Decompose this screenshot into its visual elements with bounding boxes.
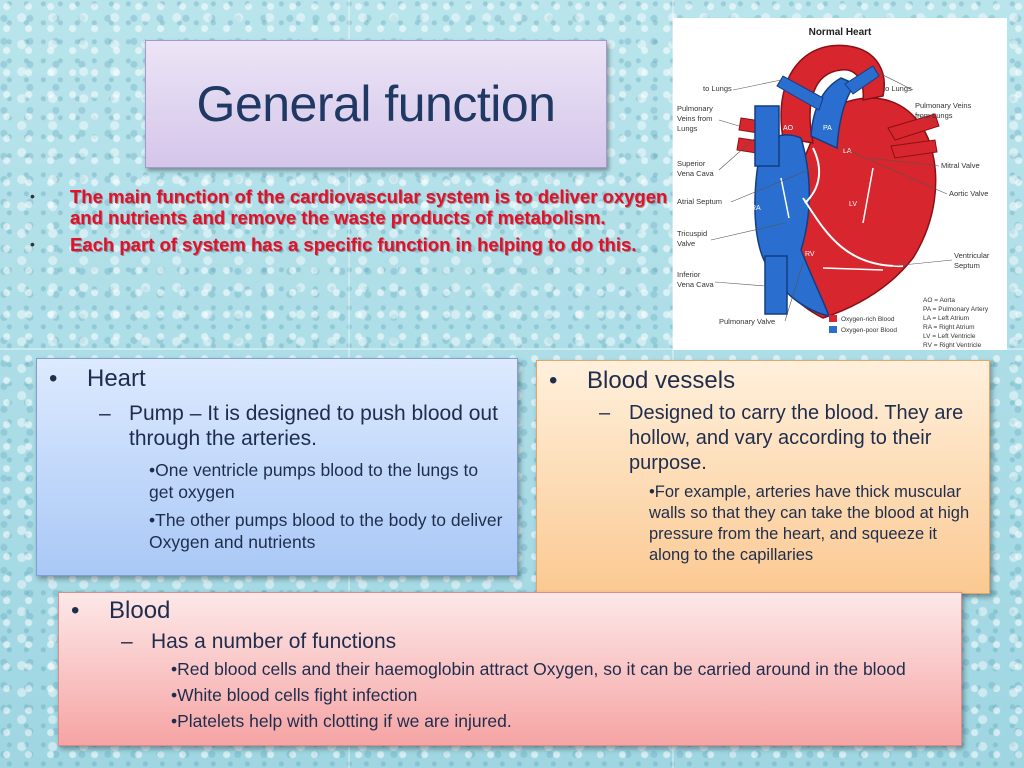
label-to-lungs-left: to Lungs — [703, 84, 732, 93]
pulmonary-veins-right — [887, 113, 940, 159]
heart-sub-text: Pump – It is designed to push blood out … — [129, 402, 498, 450]
label-pulmonary-veins-left-3: Lungs — [677, 124, 698, 133]
label-tricuspid-valve-2: Valve — [677, 239, 695, 248]
label-superior-vena-cava-2: Vena Cava — [677, 169, 715, 178]
heart-sub-item: – Pump – It is designed to push blood ou… — [99, 401, 507, 451]
superior-vena-cava — [754, 105, 780, 167]
legend-oxygen-poor: Oxygen-poor Blood — [841, 327, 897, 334]
leader-lines — [710, 72, 953, 322]
label-lv: LV — [849, 201, 857, 208]
aorta — [780, 44, 885, 144]
background-divider — [0, 348, 1024, 350]
heart-heading: • Heart — [37, 365, 507, 393]
atrial-septum-line — [804, 147, 821, 204]
label-ventricular-septum-1: Ventricular — [954, 251, 990, 260]
legend-swatch-oxygen-poor — [829, 326, 837, 333]
intro-text: Each part of system has a specific funct… — [70, 234, 637, 255]
blood-vessels-info-box: • Blood vessels – Designed to carry the … — [536, 360, 990, 594]
label-la: LA — [843, 148, 852, 155]
intro-text: The main function of the cardiovascular … — [70, 186, 668, 228]
legend-swatch-oxygen-rich — [829, 315, 837, 322]
blood-info-box: • Blood – Has a number of functions •Red… — [58, 592, 962, 746]
label-pulmonary-veins-right-1: Pulmonary Veins — [915, 101, 972, 110]
label-aortic-valve: Aortic Valve — [949, 189, 988, 198]
heart-info-box: • Heart – Pump – It is designed to push … — [36, 358, 518, 576]
diagram-title: Normal Heart — [809, 27, 872, 38]
intro-item: • The main function of the cardiovascula… — [30, 186, 670, 228]
heart-point: •The other pumps blood to the body to de… — [149, 510, 503, 552]
ventricular-septum-line — [802, 197, 904, 268]
inferior-vena-cava — [764, 255, 788, 315]
label-ao: AO — [783, 125, 794, 132]
label-mitral-valve: Mitral Valve — [941, 161, 980, 170]
flow-arrow — [780, 177, 790, 219]
label-pulmonary-valve: Pulmonary Valve — [719, 317, 775, 326]
label-pulmonary-veins-left-1: Pulmonary — [677, 104, 713, 113]
label-ventricular-septum-2: Septum — [954, 261, 980, 270]
flow-arrow — [822, 267, 884, 271]
abbr-la: LA = Left Atrium — [923, 315, 969, 322]
title-box: General function — [145, 40, 607, 168]
label-tricuspid-valve-1: Tricuspid — [677, 229, 707, 238]
label-pa: PA — [823, 125, 832, 132]
label-to-lungs-right: to Lungs — [883, 84, 912, 93]
pulmonary-artery-branches — [776, 65, 880, 111]
abbr-ao: AO = Aorta — [923, 297, 955, 304]
legend-oxygen-rich: Oxygen-rich Blood — [841, 316, 895, 323]
heart-diagram: Normal Heart AO PA LA RA LV RV — [673, 18, 1007, 350]
vessels-sub-text: Designed to carry the blood. They are ho… — [629, 402, 964, 474]
vessels-point: •For example, arteries have thick muscul… — [649, 483, 970, 564]
flow-arrow — [862, 167, 874, 224]
abbr-ra: RA = Right Atrium — [923, 324, 974, 331]
dash: – — [99, 402, 111, 425]
label-inferior-vena-cava-2: Vena Cava — [677, 280, 715, 289]
bullet: • — [49, 365, 58, 392]
blood-sub-item: – Has a number of functions — [121, 629, 951, 654]
blood-heading: • Blood — [59, 597, 951, 625]
abbr-rv: RV = Right Ventricle — [923, 342, 982, 349]
label-pulmonary-veins-right-2: from Lungs — [915, 111, 953, 120]
vessels-sub-item: – Designed to carry the blood. They are … — [599, 401, 979, 476]
blood-point: •White blood cells fight infection — [171, 685, 418, 705]
label-atrial-septum: Atrial Septum — [677, 197, 722, 206]
bullet: • — [30, 188, 35, 204]
intro-list: • The main function of the cardiovascula… — [30, 186, 670, 261]
label-superior-vena-cava-1: Superior — [677, 159, 706, 168]
vessels-heading: • Blood vessels — [537, 367, 979, 395]
abbr-pa: PA = Pulmonary Artery — [923, 306, 989, 313]
bullet: • — [549, 367, 558, 394]
blood-title: Blood — [109, 597, 171, 624]
abbr-lv: LV = Left Ventricle — [923, 333, 976, 340]
heart-title: Heart — [87, 365, 146, 392]
label-ra: RA — [751, 205, 761, 212]
slide-title: General function — [196, 76, 556, 132]
intro-item: • Each part of system has a specific fun… — [30, 234, 670, 255]
heart-point: •One ventricle pumps blood to the lungs … — [149, 460, 479, 502]
label-pulmonary-veins-left-2: Veins from — [677, 114, 712, 123]
blood-point: •Red blood cells and their haemoglobin a… — [171, 659, 906, 679]
bullet: • — [30, 236, 35, 252]
bullet: • — [71, 597, 80, 624]
blood-point: •Platelets help with clotting if we are … — [171, 711, 512, 731]
dash: – — [599, 402, 611, 424]
blood-sub-text: Has a number of functions — [151, 630, 397, 653]
label-rv: RV — [805, 251, 815, 258]
vessels-title: Blood vessels — [587, 367, 736, 394]
label-inferior-vena-cava-1: Inferior — [677, 270, 701, 279]
dash: – — [121, 630, 133, 653]
